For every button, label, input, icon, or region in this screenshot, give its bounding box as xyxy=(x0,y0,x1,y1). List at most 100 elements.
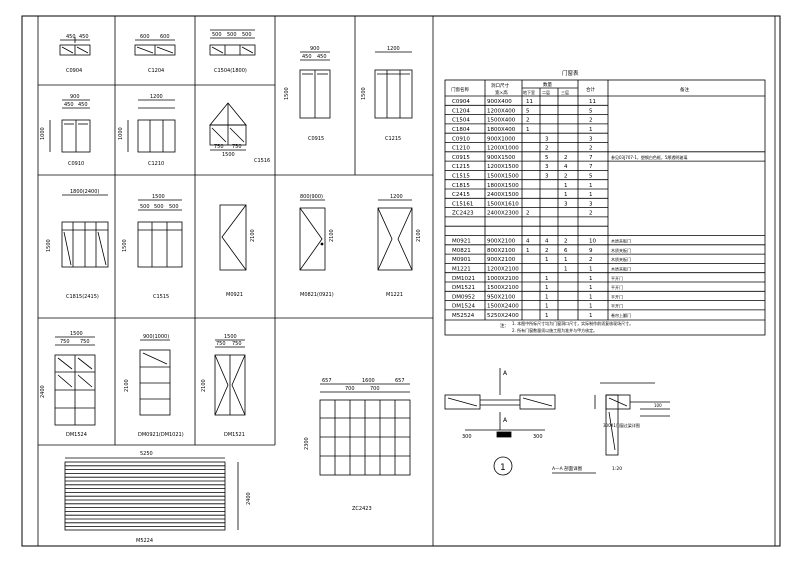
schedule-cell-size: 1800X1500 xyxy=(487,183,519,189)
schedule-cell-total: 1 xyxy=(589,313,593,319)
schedule-cell-name: C0904 xyxy=(452,99,470,105)
schedule-header-basement: 地下室 xyxy=(523,89,535,95)
elevation-c1204: 600 600 C1204 xyxy=(134,34,176,74)
m5224-label: M5224 xyxy=(136,538,153,544)
zc2423-dim-2: 1600 xyxy=(362,378,375,384)
zc2423-dim-5: 700 xyxy=(370,386,380,392)
c0910-dim-1: 900 xyxy=(70,94,80,100)
schedule-cell-size: 1000X2100 xyxy=(487,276,519,282)
schedule-cell-name: ZC2423 xyxy=(452,211,474,217)
elevation-dm1524: 1500 750 750 2400 DM1524 xyxy=(40,331,96,438)
elevation-m1221: 1200 2100 M1221 xyxy=(377,194,422,298)
schedule-cell-note: 木质夹板门 xyxy=(611,256,631,262)
schedule-cell-q2: 1 xyxy=(545,313,549,319)
section-title: A—A 剖面详图 xyxy=(552,465,583,472)
m5224-dim-2: 2400 xyxy=(246,492,252,505)
schedule-cell-name: C1210 xyxy=(452,146,470,152)
c1516-label: C1516 xyxy=(254,158,270,164)
schedule-cell-q3: 2 xyxy=(564,174,568,180)
c1515-label: C1515 xyxy=(153,294,169,300)
detail-right-label: 300X1门窗过梁详图 xyxy=(603,422,640,428)
schedule-cell-q2: 1 xyxy=(545,276,549,282)
dm1521-dim-4: 2100 xyxy=(201,379,207,392)
c0910-label: C0910 xyxy=(68,161,84,167)
schedule-cell-q1: 2 xyxy=(526,118,530,124)
schedule-cell-size: 2400X1500 xyxy=(487,192,519,198)
m0821-label: M0821(0921) xyxy=(300,292,334,298)
schedule-cell-size: 900X2100 xyxy=(487,257,516,263)
c1210-label: C1210 xyxy=(148,161,164,167)
c0915-label: C0915 xyxy=(308,136,324,142)
schedule-cell-q2: 1 xyxy=(545,285,549,291)
c1515-dim-2: 500 xyxy=(140,204,150,210)
c0904-dim-2: 450 xyxy=(79,34,89,40)
schedule-cell-q1: 1 xyxy=(526,248,530,254)
schedule-cell-name: C1204 xyxy=(452,108,470,114)
dm1524-dim-2: 750 xyxy=(60,339,70,345)
schedule-cell-total: 2 xyxy=(589,211,593,217)
c2415-dim-1: 1800(2400) xyxy=(70,189,99,195)
schedule-cell-total: 2 xyxy=(589,118,593,124)
schedule-cell-name: DM0952 xyxy=(452,294,475,300)
elevation-c1215: 1200 1500 C1215 xyxy=(361,46,413,142)
c1204-dim-2: 600 xyxy=(160,34,170,40)
c0910-dim-3: 450 xyxy=(78,102,88,108)
m1221-dim-2: 2100 xyxy=(416,229,422,242)
c1210-dim-1: 1200 xyxy=(150,94,163,100)
schedule-cell-total: 11 xyxy=(589,99,596,105)
schedule-cell-q2: 4 xyxy=(545,239,549,245)
schedule-cell-total: 5 xyxy=(589,108,593,114)
schedule-cell-q3: 1 xyxy=(564,183,568,189)
c1515-dim-1: 1500 xyxy=(152,194,165,200)
schedule-cell-total: 1 xyxy=(589,304,593,310)
schedule-cell-total: 1 xyxy=(589,267,593,273)
dm1524-dim-4: 2400 xyxy=(40,385,46,398)
schedule-title: 门窗表 xyxy=(562,69,579,77)
c1215-label: C1215 xyxy=(385,136,401,142)
dm0921-label: DM0921(DM1021) xyxy=(138,432,184,438)
zc2423-dim-3: 657 xyxy=(395,378,405,384)
schedule-cell-note: 平开门 xyxy=(611,293,623,299)
schedule-cell-note: 木质夹板门 xyxy=(611,266,631,272)
detail-sill-dim-right: 300 xyxy=(533,434,543,440)
schedule-cell-size: 1500X1610 xyxy=(487,201,519,207)
c1516-dim-3: 1500 xyxy=(222,152,235,158)
schedule-header-size: 洞口尺寸 xyxy=(491,82,509,89)
schedule-cell-size: 1500X2100 xyxy=(487,285,519,291)
schedule-cell-total: 9 xyxy=(589,248,593,254)
schedule-cell-name: C1515 xyxy=(452,174,470,180)
schedule-cell-q2: 2 xyxy=(545,146,549,152)
schedule-cell-total: 1 xyxy=(589,127,593,133)
dm1521-dim-3: 750 xyxy=(232,341,242,347)
elevation-dm0921: 900(1000) 2100 DM0921(DM1021) xyxy=(124,334,184,438)
c1516-dim-2: 750 xyxy=(232,144,242,150)
m0921-label: M0921 xyxy=(226,292,243,298)
c1504-label: C1504(1800) xyxy=(214,68,247,74)
schedule-cell-note: 木质夹板门 xyxy=(611,238,631,244)
zc2423-dim-4: 700 xyxy=(345,386,355,392)
schedule-header-note: 备注 xyxy=(680,86,689,93)
schedule-cell-q2: 1 xyxy=(545,257,549,263)
elevation-c0904: 450 450 C0904 xyxy=(59,34,91,74)
schedule-cell-note: 平开门 xyxy=(611,275,623,281)
schedule-cell-total: 2 xyxy=(589,257,593,263)
dm1524-dim-3: 750 xyxy=(80,339,90,345)
door-window-schedule: 门窗表 门窗名称 洞口尺寸 宽×高 数量 地下室 二层 三层 合计 备注 C09… xyxy=(444,69,766,336)
schedule-cell-q3: 1 xyxy=(564,257,568,263)
schedule-notes-label: 注： xyxy=(500,322,509,329)
schedule-cell-size: 1800X400 xyxy=(487,127,516,133)
schedule-note-2: 2. 所有门窗数量须以施工图为准并与甲方核定。 xyxy=(512,327,597,333)
schedule-cell-name: C1804 xyxy=(452,127,470,133)
schedule-cell-total: 1 xyxy=(589,285,593,291)
schedule-cell-name: M52524 xyxy=(452,313,475,319)
c0904-label: C0904 xyxy=(66,68,82,74)
schedule-cell-q3: 1 xyxy=(564,192,568,198)
schedule-cell-note: 木质夹板门 xyxy=(611,247,631,253)
dm0921-dim-1: 900(1000) xyxy=(143,334,169,340)
c1204-label: C1204 xyxy=(148,68,164,74)
detail-callout-circle xyxy=(493,456,513,476)
c0910-dim-2: 450 xyxy=(64,102,74,108)
schedule-cell-size: 900X1500 xyxy=(487,155,516,161)
schedule-cell-q2: 3 xyxy=(545,164,549,170)
c2415-dim-2: 1500 xyxy=(46,239,52,252)
